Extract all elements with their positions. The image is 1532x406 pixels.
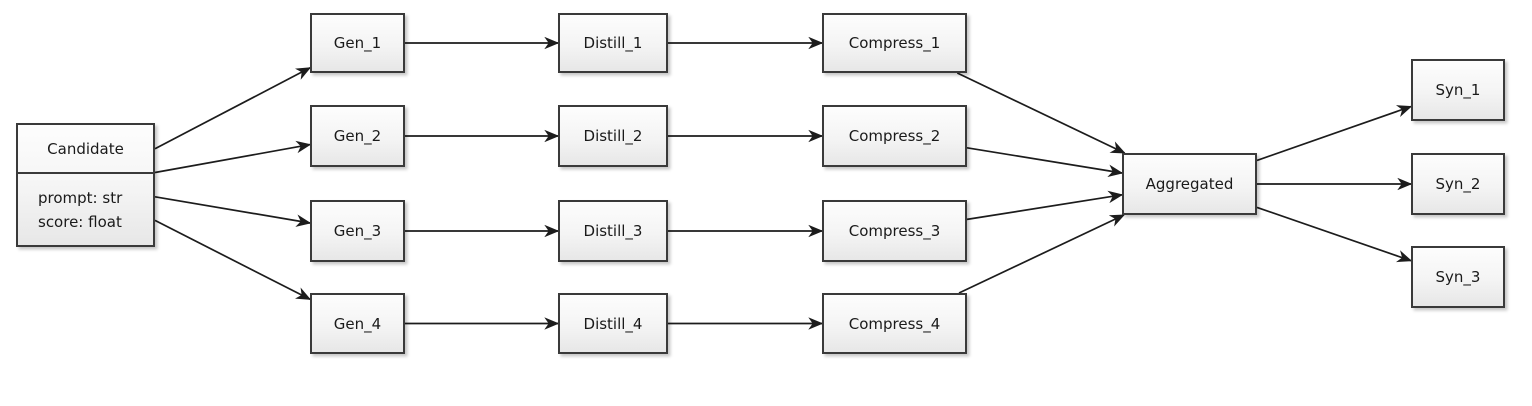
node-candidate: Candidate prompt: str score: float: [16, 123, 155, 247]
node-label: Distill_4: [583, 314, 643, 333]
node-label: Gen_3: [333, 222, 382, 240]
node-distill_1: Distill_1: [558, 13, 668, 73]
edge-candidate-to-gen_2: [154, 140, 312, 174]
node-gen_4: Gen_4: [310, 293, 405, 354]
node-label: Distill_3: [583, 222, 643, 240]
node-label: Compress_2: [848, 127, 941, 145]
node-label: Syn_3: [1435, 268, 1481, 286]
node-label: Distill_2: [583, 127, 643, 145]
node-gen_3: Gen_3: [310, 200, 405, 262]
node-syn_2: Syn_2: [1411, 153, 1505, 215]
edge-candidate-to-gen_1: [154, 67, 312, 150]
node-distill_3: Distill_3: [558, 200, 668, 262]
edge-aggregated-to-syn_1: [1256, 105, 1413, 162]
node-label: Syn_1: [1435, 81, 1481, 99]
node-attribute: prompt: str: [38, 188, 123, 207]
edge-compress_2-to-aggregated: [966, 146, 1124, 177]
node-distill_2: Distill_2: [558, 105, 668, 167]
edge-compress_4-to-aggregated: [958, 214, 1126, 294]
node-label: Distill_1: [583, 34, 643, 52]
node-distill_4: Distill_4: [558, 293, 668, 354]
edge-compress_3-to-aggregated: [966, 190, 1124, 221]
node-attribute: score: float: [38, 212, 122, 231]
edge-compress_1-to-aggregated: [956, 72, 1126, 154]
node-title: Candidate: [18, 125, 153, 174]
node-gen_2: Gen_2: [310, 105, 405, 167]
node-compress_3: Compress_3: [822, 200, 967, 262]
node-label: Gen_2: [333, 127, 382, 145]
node-label: Gen_1: [333, 34, 382, 52]
edge-candidate-to-gen_4: [154, 219, 312, 301]
node-label: Compress_1: [848, 34, 941, 52]
node-compress_2: Compress_2: [822, 105, 967, 167]
node-syn_3: Syn_3: [1411, 246, 1505, 308]
node-attributes: prompt: str score: float: [18, 174, 153, 245]
node-label: Gen_4: [333, 314, 382, 333]
edge-aggregated-to-syn_3: [1256, 206, 1413, 263]
node-compress_1: Compress_1: [822, 13, 967, 73]
node-compress_4: Compress_4: [822, 293, 967, 354]
node-syn_1: Syn_1: [1411, 59, 1505, 121]
node-label: Candidate: [47, 139, 124, 158]
edge-candidate-to-gen_3: [154, 195, 312, 227]
node-label: Syn_2: [1435, 175, 1481, 193]
node-label: Aggregated: [1145, 175, 1234, 193]
node-label: Compress_4: [848, 314, 941, 333]
node-aggregated: Aggregated: [1122, 153, 1257, 215]
node-label: Compress_3: [848, 222, 941, 240]
node-gen_1: Gen_1: [310, 13, 405, 73]
